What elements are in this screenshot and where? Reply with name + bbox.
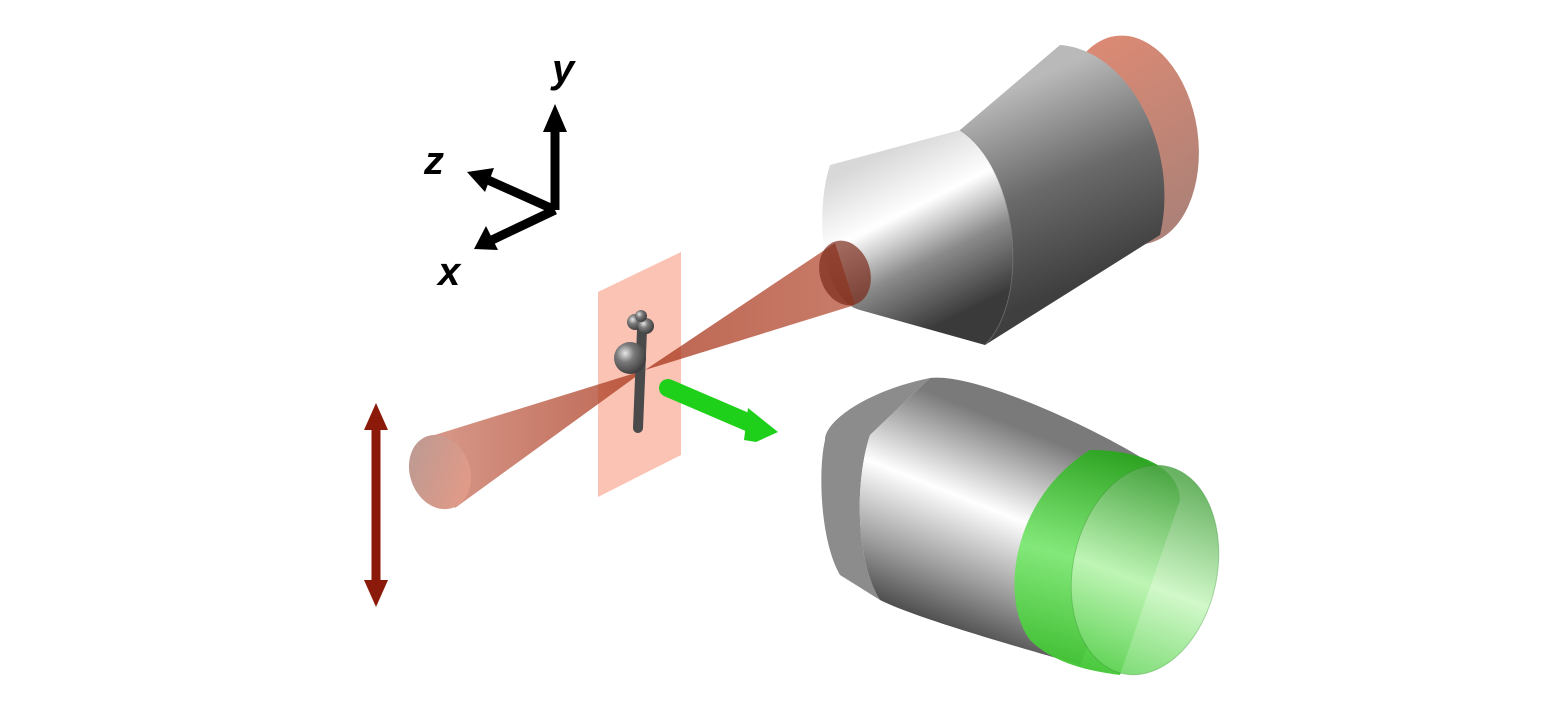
beam-entry-cap — [408, 434, 472, 510]
detection-objective-nose — [821, 378, 930, 600]
y-axis-arrow — [543, 104, 567, 210]
objective-nose-cone — [822, 130, 1013, 345]
emission-arrow — [659, 379, 778, 442]
beam-cone-left — [425, 370, 645, 508]
beam-objective-cap — [819, 240, 871, 306]
sample-specimen — [614, 310, 654, 433]
illumination-objective — [822, 35, 1199, 346]
emission-filter-face — [1071, 465, 1219, 675]
illumination-beam — [408, 240, 871, 510]
z-axis-arrow — [467, 168, 557, 215]
z-axis-label: z — [423, 139, 444, 183]
x-axis-label: x — [436, 250, 462, 294]
detection-objective — [821, 377, 1220, 676]
beam-cone-right — [645, 243, 855, 370]
scan-direction-arrow — [364, 403, 388, 607]
y-axis-label: y — [550, 47, 576, 91]
objective-barrel — [960, 45, 1165, 345]
x-axis-arrow — [474, 205, 557, 250]
coordinate-axes: y z x — [423, 47, 576, 294]
